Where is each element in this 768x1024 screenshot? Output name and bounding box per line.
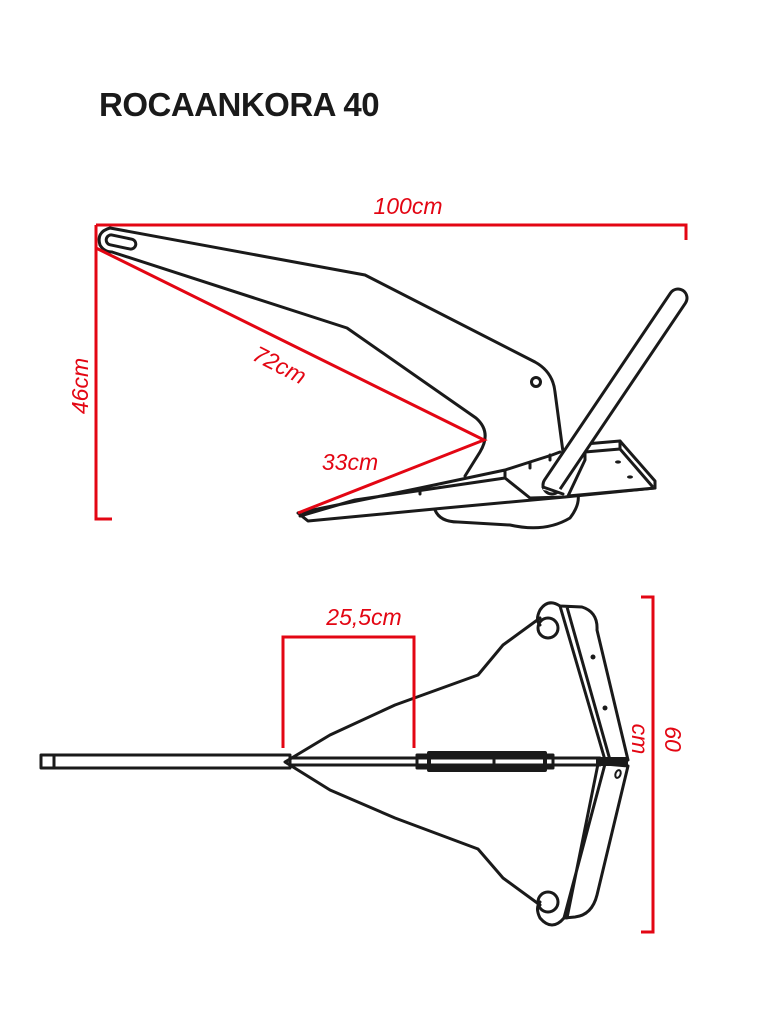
top-view-dimensions: 25,5cm 60 cm: [281, 595, 686, 934]
shank-bar: [39, 753, 292, 770]
roll-bar-fill: [544, 290, 686, 493]
shackle-ring-lower: [536, 890, 560, 914]
page-title: ROCAANKORA 40: [99, 86, 380, 123]
shank-length-label: 72cm: [249, 341, 311, 390]
height-label: 46cm: [67, 358, 93, 414]
fluke-body: [283, 616, 542, 907]
height-dimension-line: [94, 225, 112, 521]
shackle-ring-upper: [536, 616, 560, 640]
length-label: 100cm: [373, 193, 442, 219]
offset-label: 25,5cm: [325, 604, 401, 630]
side-view-anchor: [97, 226, 689, 530]
shank-hole: [530, 376, 542, 388]
shackle-slot: [104, 233, 138, 251]
length-dimension-line: [96, 223, 688, 240]
keel: [433, 492, 580, 530]
top-view-anchor: [39, 601, 630, 927]
lower-fluke: [562, 762, 630, 920]
center-rod: [288, 756, 602, 767]
width-unit: cm: [627, 724, 653, 755]
fluke-length-label: 33cm: [322, 449, 378, 475]
shank-dimension-line: [95, 246, 488, 515]
offset-dimension-line: [281, 635, 416, 748]
width-dimension-line: [641, 595, 655, 934]
shank-outline: [97, 226, 565, 478]
sleeve-inner: [427, 751, 547, 772]
plate-bolt: [627, 475, 633, 479]
upper-fluke: [558, 604, 630, 762]
fluke: [296, 450, 657, 523]
width-value: 60: [660, 726, 686, 752]
plate-bolt: [615, 460, 621, 464]
